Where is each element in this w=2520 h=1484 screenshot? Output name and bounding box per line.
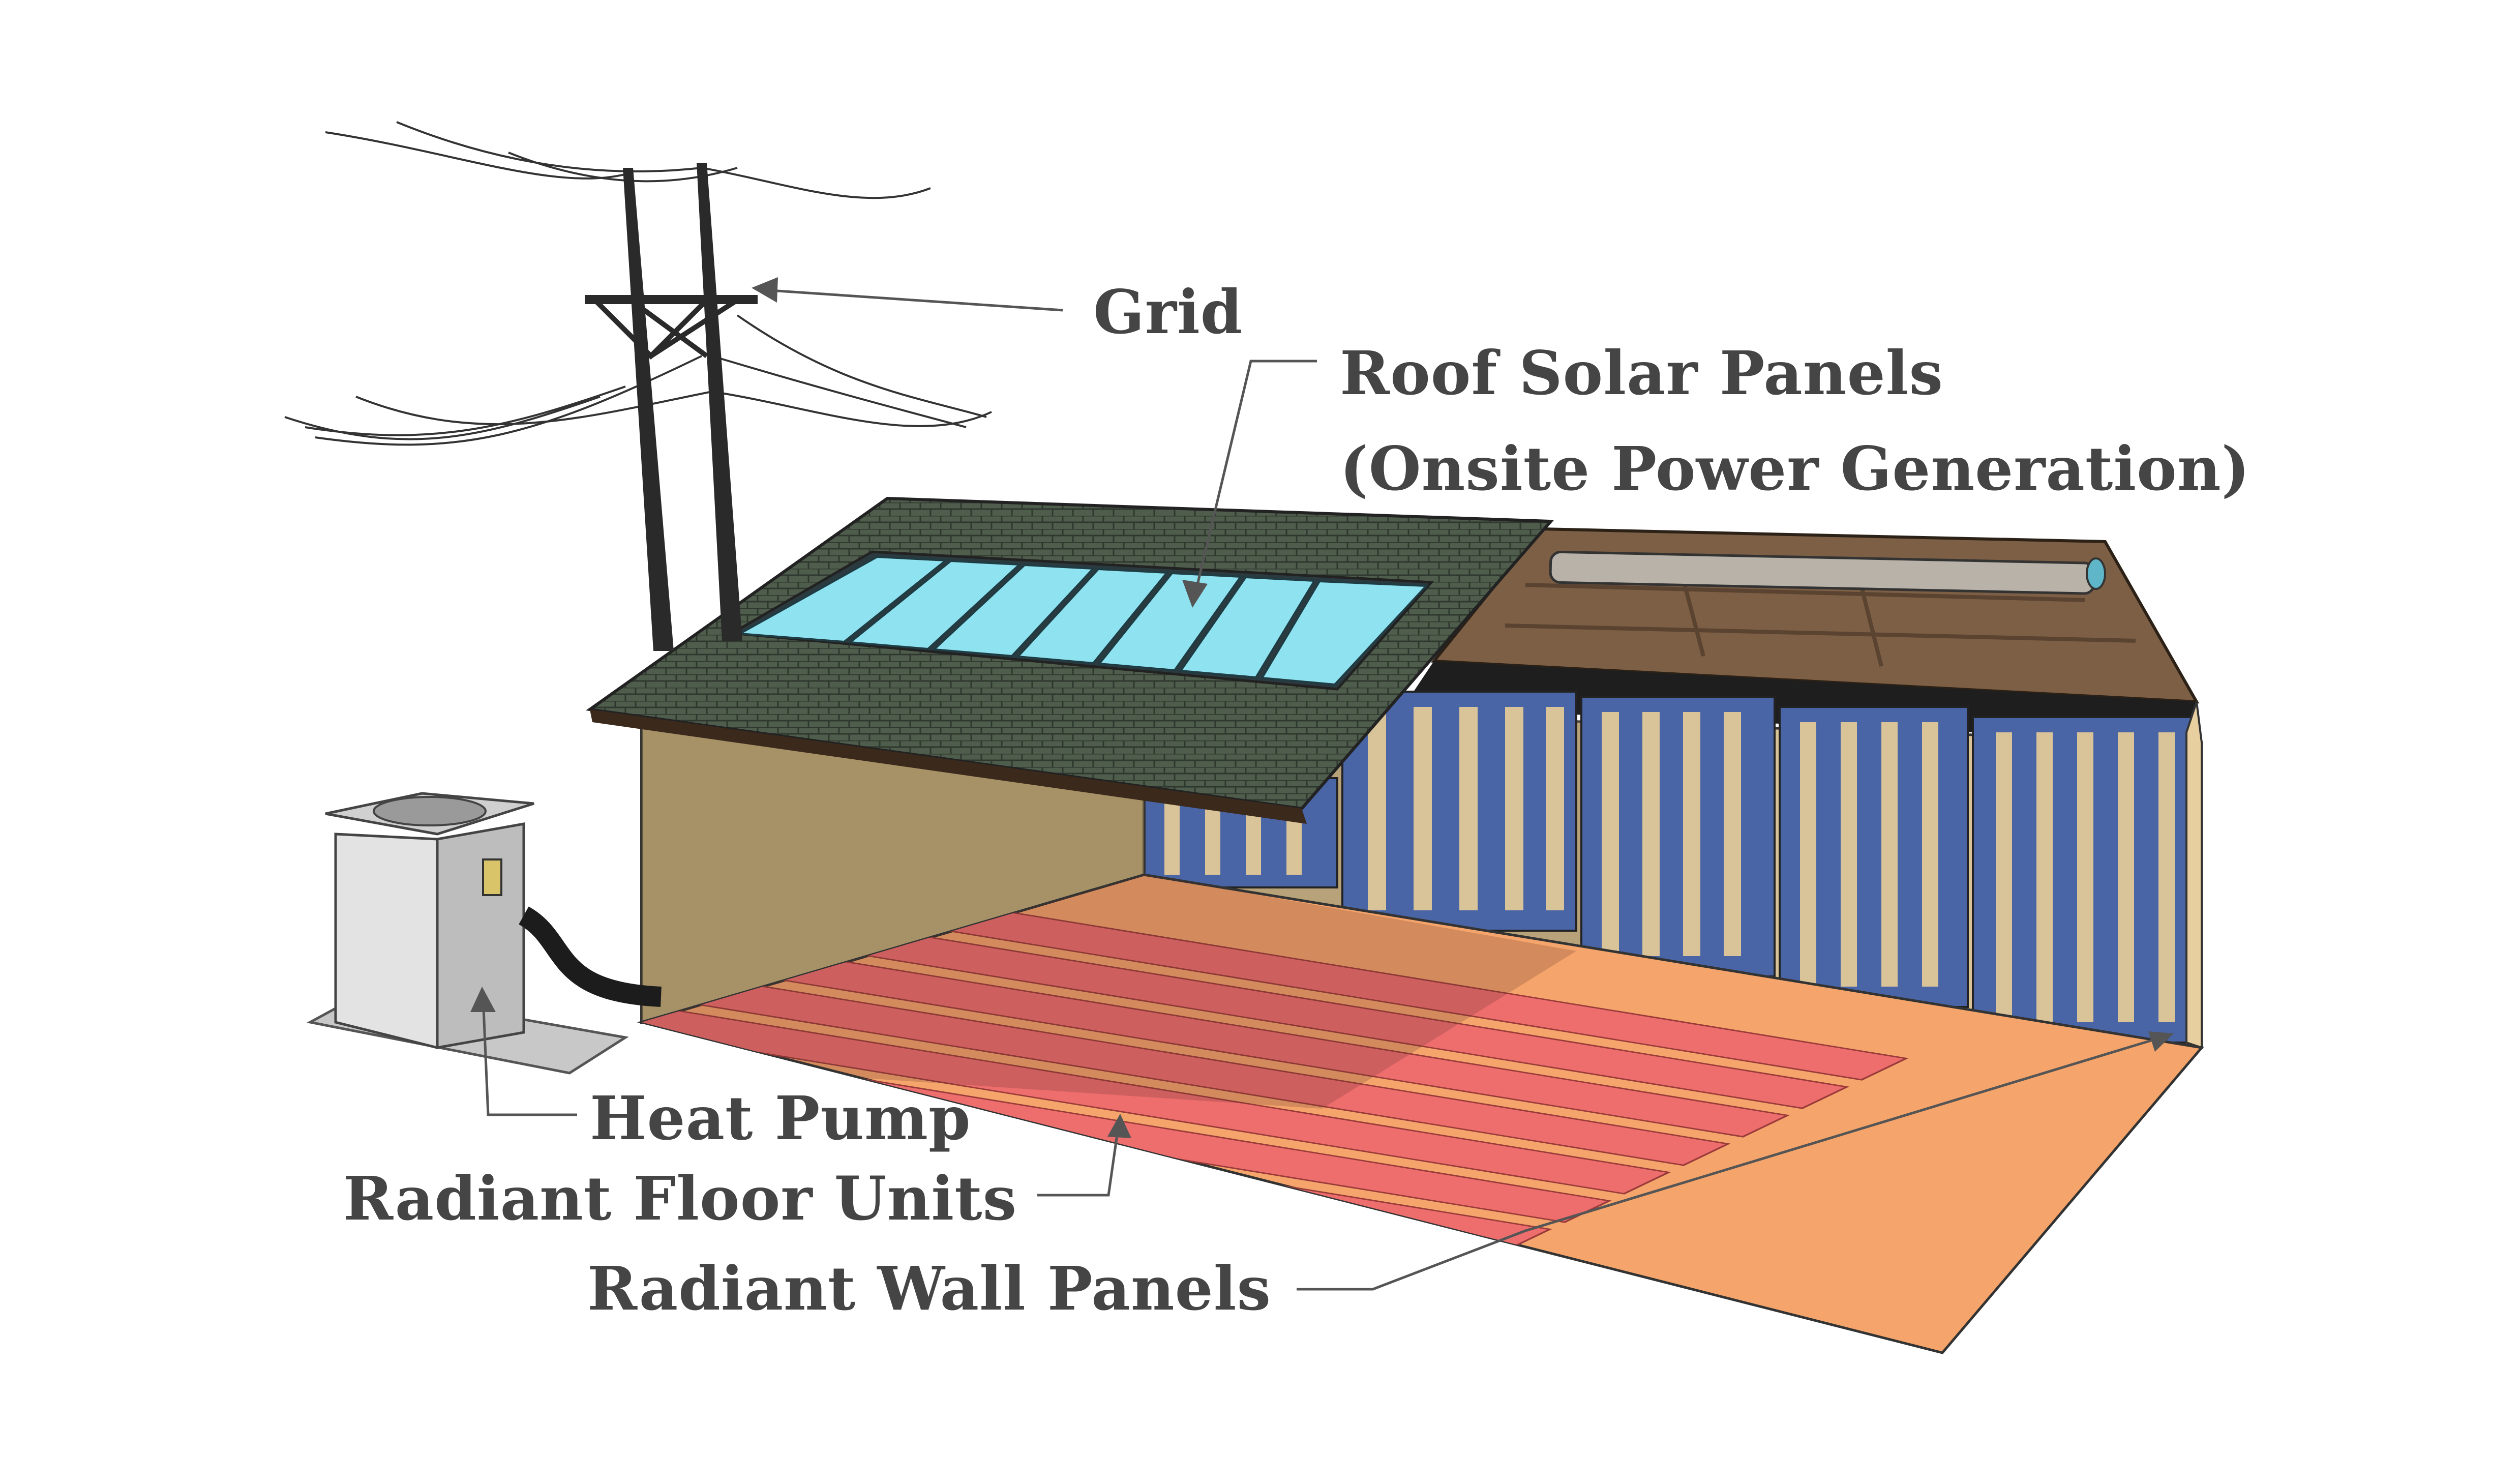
leader-wall xyxy=(1297,1036,2162,1291)
grid-label: Grid xyxy=(1093,277,1243,347)
wall-panel-2 xyxy=(1341,691,1577,932)
wall-panel-5 xyxy=(1972,716,2198,1044)
heat-pump xyxy=(306,792,662,1075)
radiant-wall-panels xyxy=(1143,691,2203,1049)
heat-pump-fan xyxy=(373,796,487,826)
roof-solar-label: Roof Solar Panels xyxy=(1340,338,1943,408)
solar-panel xyxy=(847,559,1022,650)
wall-panel-3 xyxy=(1580,696,1776,977)
leader-heatpump xyxy=(482,996,577,1116)
heat-pump-valve xyxy=(482,858,502,896)
heat-pump-label: Heat Pump xyxy=(590,1083,971,1153)
pylon-crossarm xyxy=(585,295,758,304)
heat-pump-side xyxy=(436,822,525,1049)
leader-heatpump-arrow xyxy=(470,987,496,1012)
roof-eave xyxy=(590,709,1307,824)
radiant-wall-label: Radiant Wall Panels xyxy=(587,1253,1272,1324)
solar-panel xyxy=(932,563,1096,658)
pylon-leg-right xyxy=(697,163,742,641)
roof xyxy=(586,496,1554,824)
ceiling-joists xyxy=(1505,558,2136,667)
wall-panel-4 xyxy=(1779,706,1969,1008)
solar-panel xyxy=(1097,572,1243,672)
solar-panel-array xyxy=(728,550,1434,691)
floor-shadow xyxy=(642,875,1576,1109)
leader-solar-arrow xyxy=(1182,580,1208,608)
leader-wall-arrow xyxy=(2148,1031,2174,1052)
radiant-floor-label: Radiant Floor Units xyxy=(343,1163,1017,1234)
onsite-generation-label: (Onsite Power Generation) xyxy=(1340,433,2251,504)
solar-panel xyxy=(1015,568,1169,665)
pylon-leg-left xyxy=(623,168,674,651)
leader-grid-arrow xyxy=(752,277,778,303)
heat-pump-pipes xyxy=(518,906,662,1007)
pylon-bracing xyxy=(593,298,739,360)
solar-panel xyxy=(1260,580,1429,686)
power-pylon xyxy=(284,121,992,651)
pipe-roll-end xyxy=(2086,557,2106,590)
solar-panel xyxy=(1179,576,1316,679)
leader-floor xyxy=(1037,1123,1120,1197)
leader-grid xyxy=(762,288,1063,312)
left-wall-shade xyxy=(642,712,1144,1022)
heat-pump-front xyxy=(334,833,439,1050)
solar-panel xyxy=(736,555,949,643)
leader-lines xyxy=(470,277,2174,1291)
right-end-wall xyxy=(2185,701,2203,1049)
leader-solar xyxy=(1193,360,1317,596)
leader-floor-arrow xyxy=(1107,1114,1131,1138)
power-lines xyxy=(284,121,992,446)
